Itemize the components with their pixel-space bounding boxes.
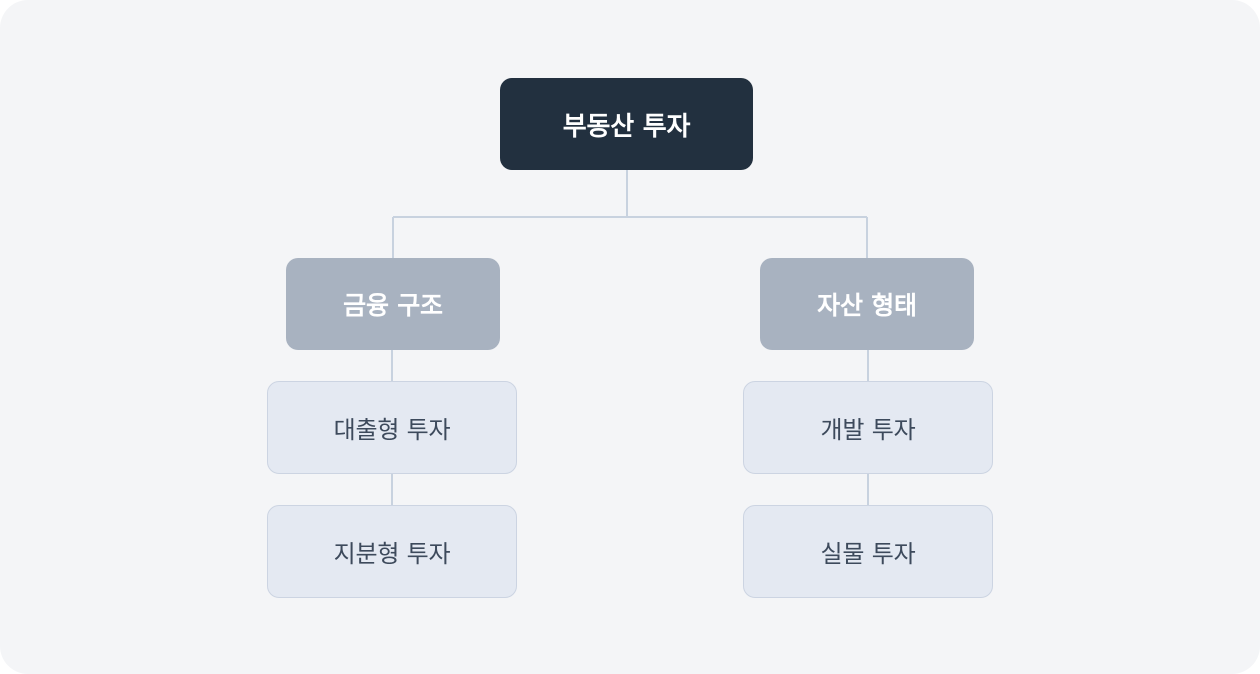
node-leaf-physical-investment[interactable]: 실물 투자 xyxy=(743,505,993,598)
node-branch-asset-type[interactable]: 자산 형태 xyxy=(760,258,974,350)
node-leaf-development-investment[interactable]: 개발 투자 xyxy=(743,381,993,474)
node-root-real-estate-investment[interactable]: 부동산 투자 xyxy=(500,78,753,170)
node-leaf-equity-investment[interactable]: 지분형 투자 xyxy=(267,505,517,598)
node-branch-financing-structure[interactable]: 금융 구조 xyxy=(286,258,500,350)
node-leaf-debt-investment[interactable]: 대출형 투자 xyxy=(267,381,517,474)
